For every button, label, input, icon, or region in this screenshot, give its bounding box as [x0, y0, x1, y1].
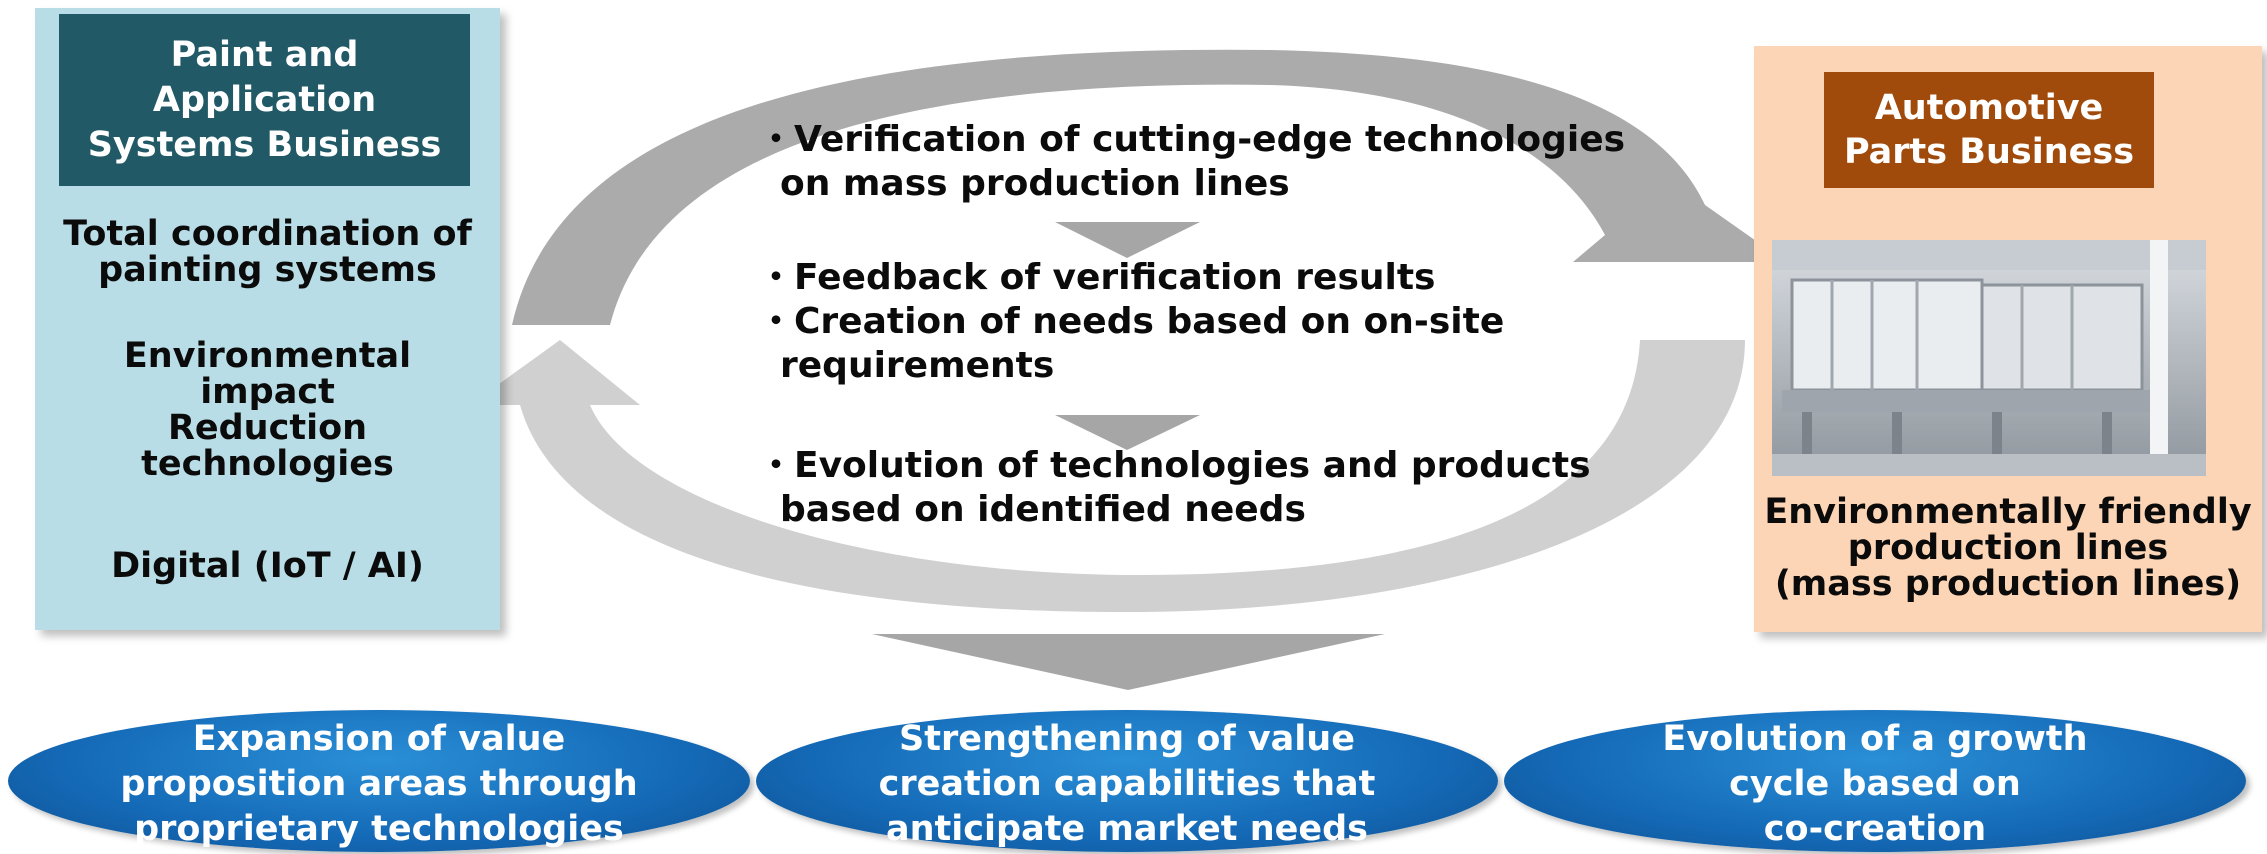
outcome-oval-growth-cycle: Evolution of a growth cycle based on co-… [1504, 710, 2246, 852]
outcome-arrow [872, 634, 1385, 690]
left-item-digital: Digital (IoT / AI) [111, 546, 424, 586]
bullet-evolution: ・Evolution of technologies and products … [758, 445, 1591, 530]
outcome-oval-value-creation: Strengthening of value creation capabili… [756, 710, 1498, 852]
outcome-oval-value-proposition: Expansion of value proposition areas thr… [8, 710, 750, 852]
outcome-text-growth-cycle: Evolution of a growth cycle based on co-… [1662, 718, 2088, 849]
left-item-coordination: Total coordination of painting systems [63, 214, 472, 290]
bullet-feedback: ・Feedback of verification results [758, 257, 1436, 298]
bullet-verification: ・Verification of cutting-edge technologi… [758, 119, 1626, 204]
paint-business-title: Paint and Application Systems Business [59, 14, 470, 186]
outcome-text-value-creation: Strengthening of value creation capabili… [878, 718, 1376, 849]
bullet-needs-creation: ・Creation of needs based on on-site requ… [758, 301, 1505, 386]
automotive-business-title: Automotive Parts Business [1824, 72, 2154, 188]
production-lines-caption: Environmentally friendly production line… [1764, 492, 2252, 604]
down-arrow-2 [1055, 415, 1200, 450]
outcome-text-value-proposition: Expansion of value proposition areas thr… [120, 718, 638, 849]
paint-business-panel: Paint and Application Systems Business T… [35, 8, 500, 630]
down-arrow-1 [1055, 222, 1200, 258]
cycle-arrow-bottom [470, 340, 1745, 613]
automotive-business-panel: Automotive Parts Business Environmentall… [1754, 46, 2262, 632]
cycle-arrow-top [512, 49, 1786, 325]
production-line-photo [1772, 240, 2206, 476]
left-item-environmental: Environmental impact Reduction technolog… [123, 336, 412, 484]
